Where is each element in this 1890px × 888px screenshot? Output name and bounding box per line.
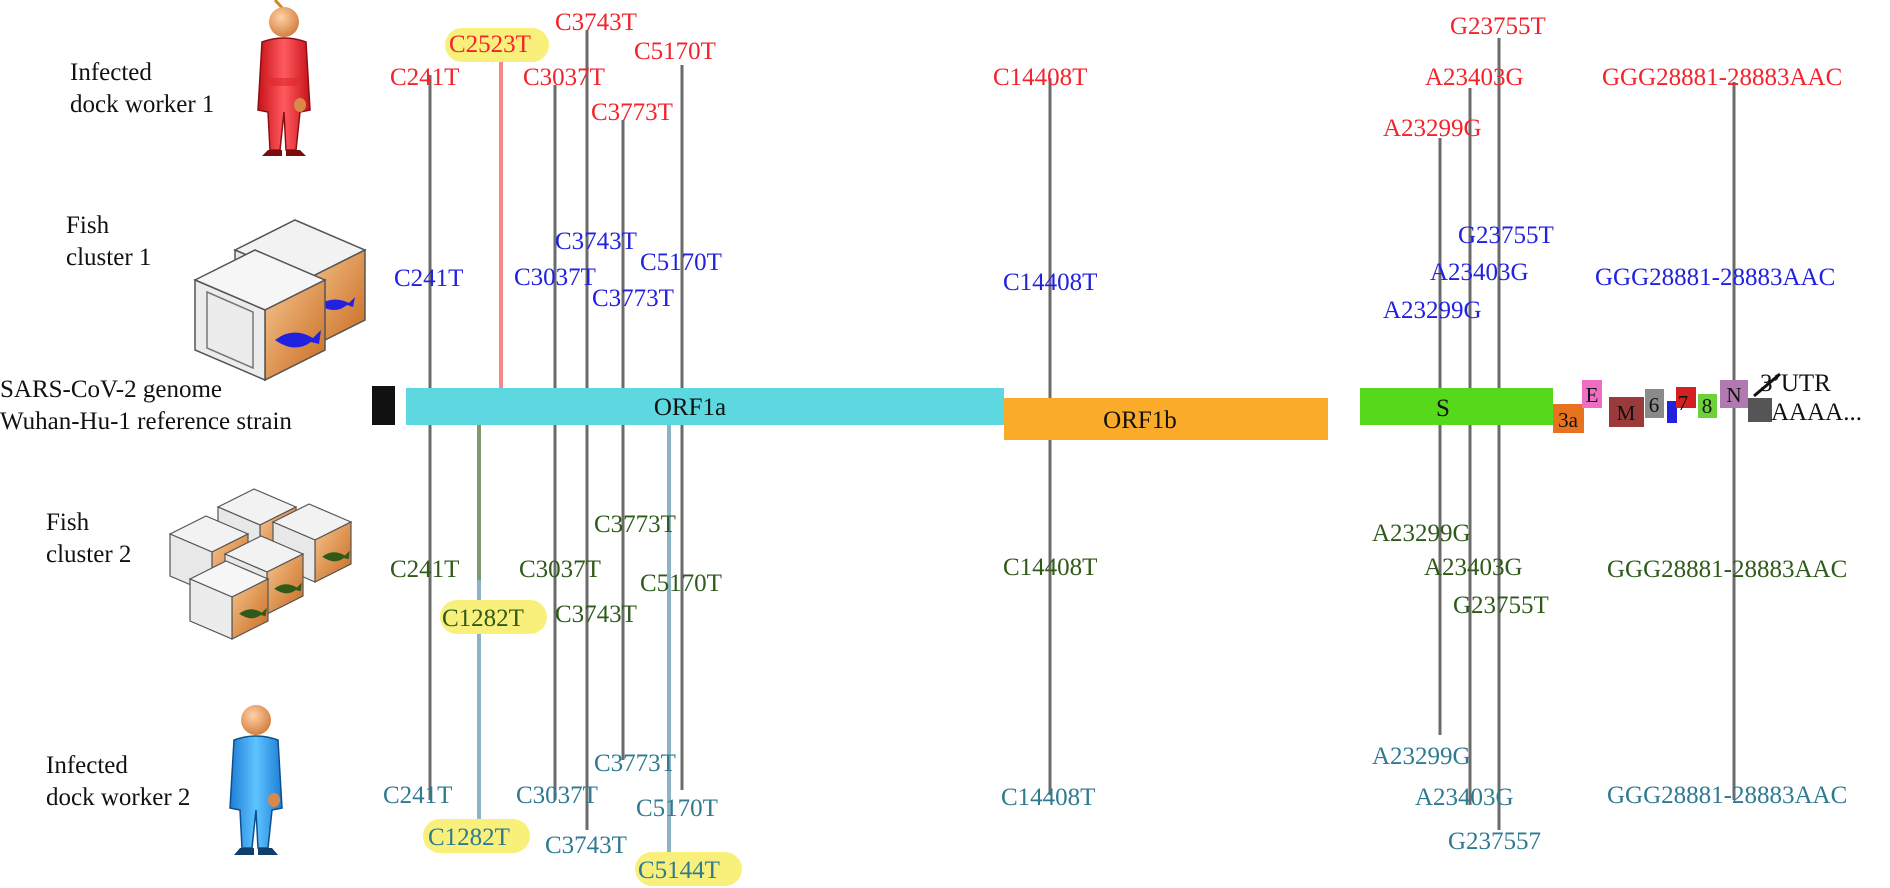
row-labels: Infected dock worker 1 Fish cluster 1 SA… [0,59,292,811]
mutation-label: G23755T [1458,222,1554,249]
mutation-label: C5170T [636,795,718,822]
fish2-label-line2: cluster 2 [46,541,131,568]
mutation-label: C5170T [640,570,722,597]
crates-many-icon [168,488,353,640]
reference-label-line2: Wuhan-Hu-1 reference strain [0,408,292,435]
mutation-label: C5170T [640,249,722,276]
mutation-label: C14408T [1003,554,1097,581]
mutation-label: A23299G [1372,743,1471,770]
highlight-c1282t-worker2 [423,819,530,853]
segment-orf1b [1004,398,1328,440]
person-blue-icon [229,705,283,855]
fish1-label-line1: Fish [66,212,110,239]
reference-label-line1: SARS-CoV-2 genome [0,376,222,403]
fish2-label-line1: Fish [46,509,90,536]
mutation-label: C14408T [1001,784,1095,811]
mutation-lines [428,30,1736,860]
mutation-label: A23403G [1430,259,1529,286]
highlight-c5144t [635,852,742,886]
mutation-label: C3743T [555,228,637,255]
label-e: E [1586,383,1599,407]
mutation-label: A23403G [1415,784,1514,811]
mutation-label: C3037T [514,264,596,291]
worker1-label-line2: dock worker 1 [70,91,214,118]
fish2-mutations: C241T C1282T C3037T C3743T C3773T C5170T… [390,511,1847,632]
mutation-label: C241T [383,782,452,809]
mutation-label: C3773T [592,285,674,312]
label-m: M [1617,401,1636,425]
worker2-label-line1: Infected [46,752,128,779]
worker1-mutations: C241T C2523T C3037T C3743T C3773T C5170T… [390,9,1842,142]
mutation-label: A23403G [1425,64,1524,91]
label-n: N [1726,383,1741,407]
mutation-label: G23755T [1450,13,1546,40]
segment-e [1582,380,1602,408]
segment-8 [1698,394,1717,418]
mutation-label: C3037T [519,556,601,583]
mutation-label: C241T [390,556,459,583]
worker2-label-line2: dock worker 2 [46,784,190,811]
label-orf1a: ORF1a [654,394,726,421]
mutation-label: C3773T [594,750,676,777]
mutation-label: GGG28881-28883AAC [1602,64,1842,91]
label-6: 6 [1649,393,1660,417]
fish1-mutations: C241T C3037T C3743T C3773T C5170T C14408… [394,222,1835,324]
segment-n [1720,380,1748,408]
genome-5prime-cap [372,386,395,425]
mutation-label: C14408T [1003,269,1097,296]
mutation-label: C3773T [591,99,673,126]
genome-bar: ORF1a ORF1b S 3a E M 6 7 8 N 3’UTR AAAA.… [372,370,1862,440]
mutation-label: A23299G [1383,297,1482,324]
segment-orf1a [406,388,1004,425]
segment-3a [1553,404,1584,433]
utr-tick [1753,372,1781,398]
fish1-label-line2: cluster 1 [66,244,151,271]
mutation-label: C3037T [516,782,598,809]
mutation-label: C3037T [523,64,605,91]
mutation-label: C241T [394,265,463,292]
mutation-label: C3773T [594,511,676,538]
mutation-label: C3743T [555,601,637,628]
label-orf1b: ORF1b [1103,407,1177,434]
mutation-label: G23755T [1453,592,1549,619]
person-red-icon [257,0,311,156]
mutation-label: GGG28881-28883AAC [1595,264,1835,291]
mutation-label: C3743T [545,832,627,859]
mutation-label: GGG28881-28883AAC [1607,556,1847,583]
highlight-c2523t [445,28,549,62]
label-s: S [1436,395,1450,422]
mutation-label: A23299G [1372,520,1471,547]
mutation-label: C241T [390,64,459,91]
mutation-label: G237557 [1448,828,1541,855]
mutation-label: A23299G [1383,115,1482,142]
worker1-label-line1: Infected [70,59,152,86]
segment-m [1609,397,1644,427]
segment-s [1360,388,1553,425]
segment-7-red [1676,387,1696,408]
mutation-label: A23403G [1424,554,1523,581]
mutation-label: C3743T [555,9,637,36]
mutation-label: GGG28881-28883AAC [1607,782,1847,809]
highlights [423,28,742,886]
mutation-label: C1282T [428,824,510,851]
label-7: 7 [1678,391,1689,415]
segment-6 [1645,389,1664,418]
mutation-label: C1282T [442,605,524,632]
mutation-label: C5144T [638,857,720,884]
segment-7 [1667,401,1677,423]
worker2-mutations: C241T C1282T C3037T C3743T C3773T C5144T… [383,743,1847,884]
mutation-label: C14408T [993,64,1087,91]
highlight-c1282t-fish2 [440,600,547,634]
label-3a: 3a [1558,408,1579,432]
crates-two-icon [193,219,367,382]
segment-utr-box [1748,398,1772,422]
label-3utr: 3’UTR [1760,370,1831,397]
label-polya: AAAA... [1771,399,1862,426]
label-8: 8 [1702,394,1713,418]
mutation-label: C5170T [634,38,716,65]
mutation-label: C2523T [449,31,531,58]
